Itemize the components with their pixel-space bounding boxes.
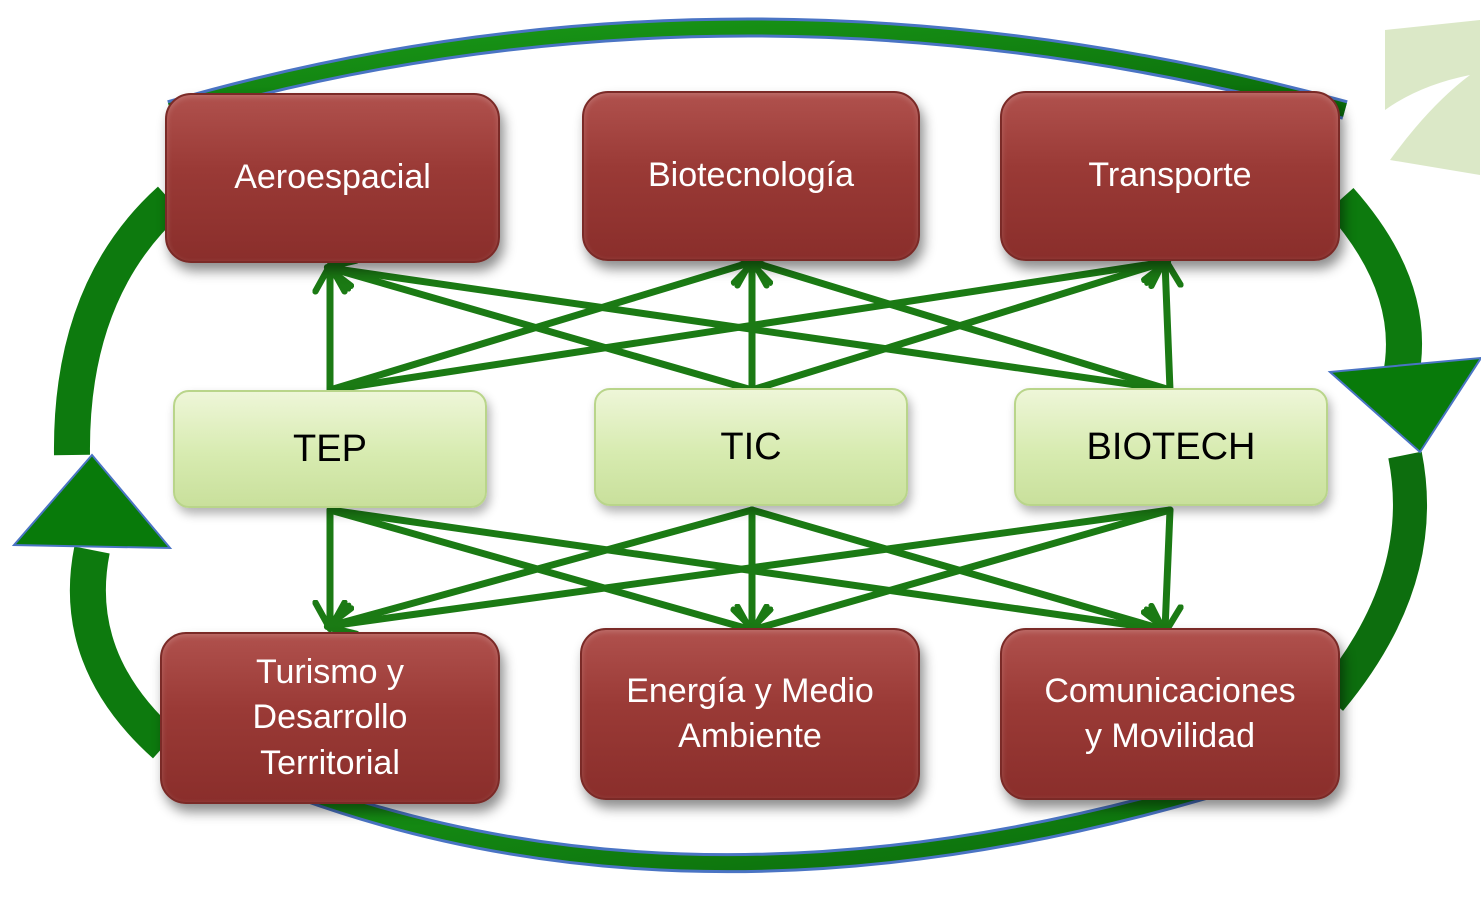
arrow-tic-to-turismo bbox=[330, 506, 756, 626]
sector-box-aeroespacial: Aeroespacial bbox=[165, 93, 500, 263]
sector-box-comunicaciones: Comunicaciones y Movilidad bbox=[1000, 628, 1340, 800]
tech-label-tep: TEP bbox=[293, 427, 367, 470]
tech-box-biotech: BIOTECH bbox=[1014, 388, 1328, 506]
arrow-biotech-to-energia bbox=[752, 506, 1174, 630]
arrow-tic-to-aeroespacial bbox=[330, 268, 756, 394]
leaf-decoration bbox=[1385, 20, 1480, 175]
sector-label-transporte: Transporte bbox=[1088, 156, 1252, 195]
arrow-biotech-to-comunicaciones bbox=[1165, 506, 1170, 630]
sector-label-energia: Energía y Medio Ambiente bbox=[626, 671, 874, 755]
sector-box-turismo: Turismo y Desarrollo Territorial bbox=[160, 632, 500, 804]
sector-label-comunicaciones: Comunicaciones y Movilidad bbox=[1044, 671, 1296, 755]
tech-box-tic: TIC bbox=[594, 388, 908, 506]
sector-box-transporte: Transporte bbox=[1000, 91, 1340, 261]
sector-label-turismo: Turismo y Desarrollo Territorial bbox=[252, 653, 408, 782]
cycle-ring bbox=[53, 17, 1427, 874]
sector-label-biotecnologia: Biotecnología bbox=[647, 156, 855, 195]
arrow-biotech-to-biotecnologia bbox=[752, 262, 1174, 394]
tech-label-biotech: BIOTECH bbox=[1086, 425, 1256, 468]
sector-label-aeroespacial: Aeroespacial bbox=[234, 158, 431, 197]
cycle-arrowhead-left bbox=[11, 453, 173, 550]
arrow-biotech-to-transporte bbox=[1165, 262, 1170, 394]
sector-box-energia: Energía y Medio Ambiente bbox=[580, 628, 920, 800]
cycle-arrowhead-right bbox=[1327, 356, 1481, 454]
arrow-biotech-to-aeroespacial bbox=[330, 268, 1174, 394]
tech-label-tic: TIC bbox=[720, 425, 782, 468]
connection-arrows bbox=[330, 262, 1170, 630]
sector-box-biotecnologia: Biotecnología bbox=[582, 91, 920, 261]
tech-box-tep: TEP bbox=[173, 390, 487, 508]
arrow-biotech-to-turismo bbox=[330, 506, 1174, 626]
